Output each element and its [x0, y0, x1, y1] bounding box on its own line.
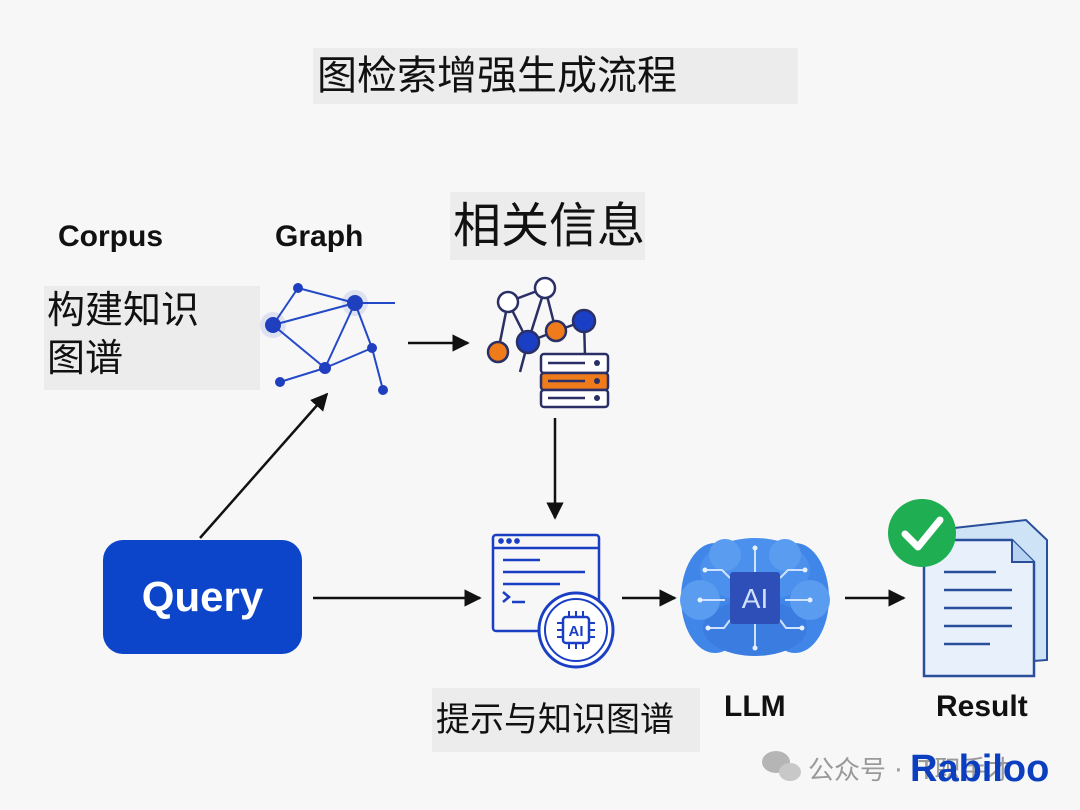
llm-label: LLM: [724, 690, 786, 723]
result-document-icon: [922, 518, 1048, 678]
prompt-kg-label: 提示与知识图谱: [432, 688, 700, 752]
query-node: Query: [103, 540, 302, 654]
build-kg-label: 构建知识 图谱: [44, 286, 260, 390]
graph-network-icon: [272, 287, 395, 391]
build-kg-line1: 构建知识: [47, 288, 200, 332]
ai-brain-text: AI: [742, 583, 768, 614]
ai-chip-icon: AI: [537, 591, 615, 669]
checkmark-icon: [888, 499, 956, 567]
wechat-icon: [762, 751, 801, 781]
graph-label: Graph: [275, 220, 364, 253]
arrow-query-to-graph: [199, 392, 329, 539]
brand-logo: Rabiloo: [910, 748, 1050, 790]
corpus-label: Corpus: [58, 220, 163, 253]
ai-chip-text: AI: [569, 623, 584, 640]
database-graph-icon: [486, 276, 610, 409]
build-kg-line2: 图谱: [47, 336, 124, 380]
diagram-title: 图检索增强生成流程: [313, 48, 798, 104]
result-label: Result: [936, 690, 1028, 723]
watermark-text: 公众号 · IT职手才: [808, 755, 1013, 786]
brain-icon: AI: [680, 538, 830, 656]
related-info-label: 相关信息: [450, 192, 645, 260]
